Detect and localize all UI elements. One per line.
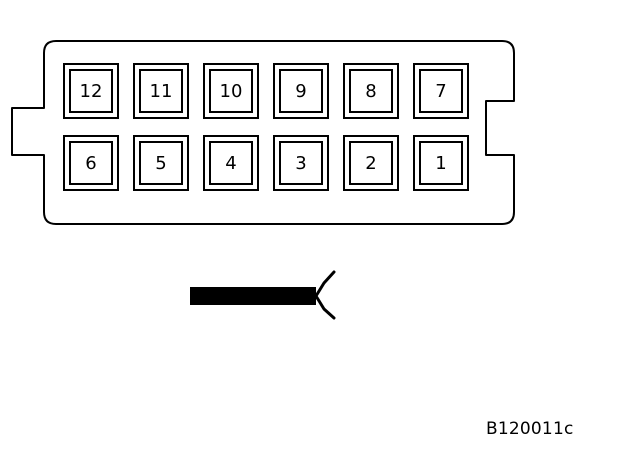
pin-number: 5 [155,153,166,174]
pin-cavity-inner [209,141,253,185]
wire-fork [314,270,336,320]
pin-number: 1 [435,153,446,174]
pin-number: 11 [150,81,173,102]
pin-cavity: 4 [203,135,259,191]
pin-cavity-inner [209,69,253,113]
pin-cavity-inner [69,141,113,185]
pin-cavity-inner [279,141,323,185]
wire-bundle [190,287,316,305]
pin-cavity-inner [69,69,113,113]
figure-id-label: B120011c [486,419,574,439]
pin-number: 6 [85,153,96,174]
pin-number: 7 [435,81,446,102]
pin-cavity-inner [139,69,183,113]
wire-harness-symbol [190,270,336,320]
pin-cavities: 12 11 10 9 8 7 6 5 4 3 2 1 [63,63,469,191]
pin-cavity-inner [139,141,183,185]
pin-number: 8 [365,81,376,102]
pin-cavity: 11 [133,63,189,119]
pin-cavity: 9 [273,63,329,119]
pin-cavity-inner [419,69,463,113]
pin-cavity: 6 [63,135,119,191]
pin-cavity-inner [419,141,463,185]
pin-cavity: 8 [343,63,399,119]
pin-number: 12 [80,81,103,102]
pin-number: 4 [225,153,236,174]
pin-number: 9 [295,81,306,102]
pin-cavity: 5 [133,135,189,191]
pin-number: 2 [365,153,376,174]
pin-cavity: 7 [413,63,469,119]
pin-cavity: 2 [343,135,399,191]
pin-cavity-inner [279,69,323,113]
pin-cavity-inner [349,141,393,185]
pin-cavity: 3 [273,135,329,191]
pin-cavity: 12 [63,63,119,119]
pin-cavity: 10 [203,63,259,119]
pin-cavity: 1 [413,135,469,191]
pin-number: 10 [220,81,243,102]
pin-number: 3 [295,153,306,174]
pin-cavity-inner [349,69,393,113]
